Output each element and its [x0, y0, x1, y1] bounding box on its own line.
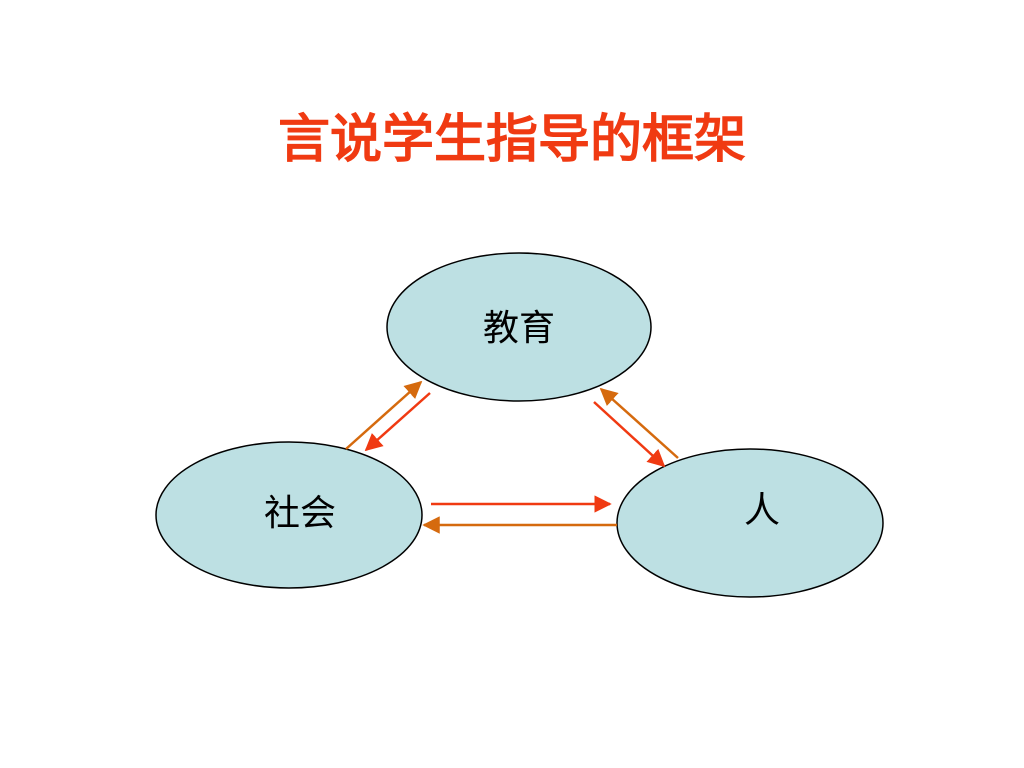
- node-society-label: 社会: [264, 493, 336, 534]
- slide-title: 言说学生指导的框架: [277, 110, 746, 170]
- arrow-person-to-education: [599, 387, 679, 459]
- node-education: 教育: [386, 252, 652, 402]
- node-person-shape: [616, 448, 884, 598]
- node-education-shape: [386, 252, 652, 402]
- node-society-shape: [155, 441, 423, 589]
- arrow-education-to-society: [364, 392, 431, 452]
- arrow-society-to-education: [345, 380, 423, 450]
- node-society: 社会: [155, 441, 423, 589]
- arrow-education-to-person: [593, 401, 666, 468]
- node-education-label: 教育: [483, 308, 555, 349]
- node-person-label: 人: [744, 490, 780, 531]
- node-person: 人: [616, 448, 884, 598]
